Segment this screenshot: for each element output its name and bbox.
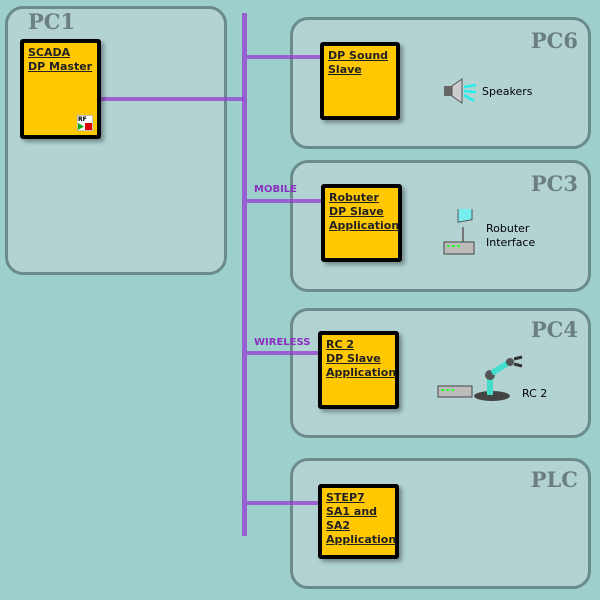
panel-title: PC4 — [530, 317, 578, 342]
device-label-rc2: RC 2 — [522, 387, 548, 400]
link-label-wireless: WIRELESS — [254, 337, 311, 348]
device-label-line: Interface — [486, 236, 536, 249]
node-label: SA1 and SA2 — [326, 505, 378, 532]
node-label: RC 2 — [326, 338, 355, 351]
node-label: STEP7 — [326, 491, 365, 504]
speaker-icon — [444, 78, 477, 104]
node-label: DP Master — [28, 60, 93, 73]
svg-text:RF: RF — [78, 116, 87, 123]
link-pc6 — [247, 55, 321, 59]
panel-title: PLC — [530, 467, 578, 492]
panel-title: PC1 — [28, 9, 76, 34]
rf-run-icon: RF — [77, 115, 93, 131]
node-label: Slave — [328, 63, 362, 76]
node-label: Application — [326, 533, 397, 546]
robuter-interface-icon — [443, 209, 475, 255]
panel-title: PC3 — [530, 171, 578, 196]
link-pc4 — [247, 351, 319, 355]
node-label: Robuter — [329, 191, 379, 204]
node-label: SCADA — [28, 46, 71, 59]
node-label: DP Slave — [326, 352, 381, 365]
link-plc — [247, 501, 319, 505]
panel-pc4: PC4 — [290, 308, 591, 438]
device-label-line: Robuter — [486, 222, 530, 235]
link-scada — [100, 97, 244, 101]
node-label: Application — [326, 366, 397, 379]
node-label: DP Slave — [329, 205, 384, 218]
link-pc3 — [247, 199, 322, 203]
bus-line — [242, 13, 247, 536]
device-label-speakers: Speakers — [482, 85, 533, 98]
node-label: DP Sound — [328, 49, 389, 62]
link-label-mobile: MOBILE — [254, 184, 297, 195]
node-label: Application — [329, 219, 400, 232]
robot-arm-icon — [437, 355, 523, 401]
panel-title: PC6 — [530, 28, 578, 53]
